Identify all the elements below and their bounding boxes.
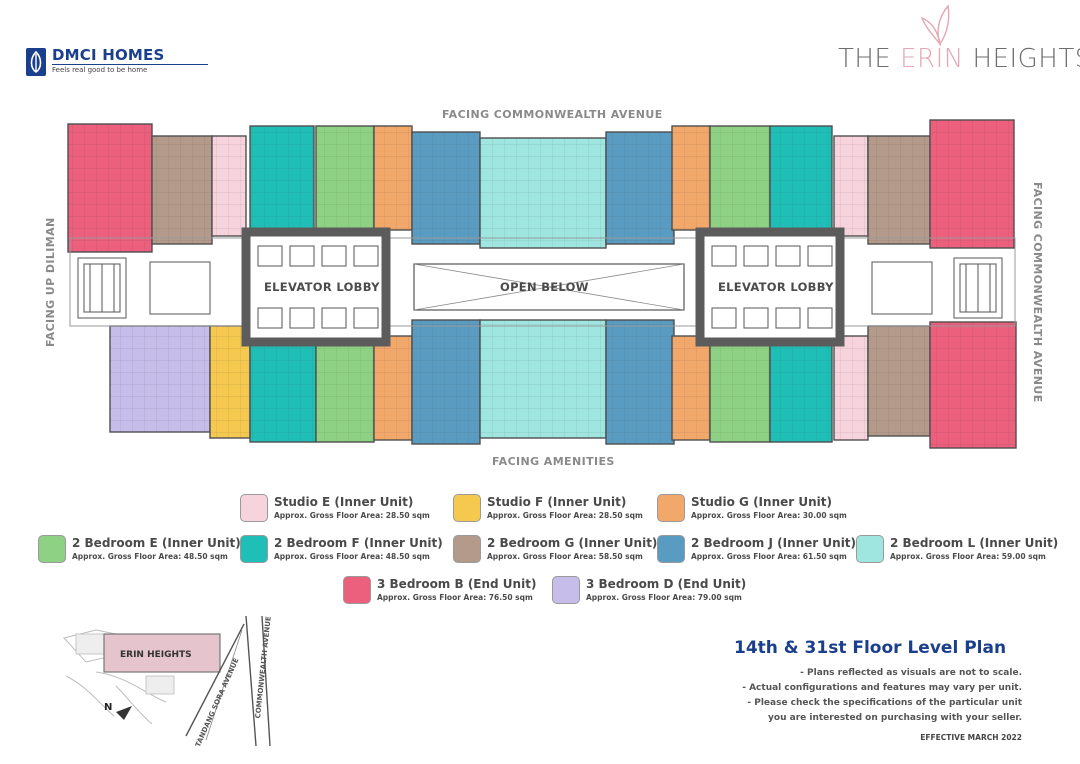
unit-detail [250, 126, 314, 230]
elevator-lobby-left-label: ELEVATOR LOBBY [264, 280, 380, 294]
map-building-label: ERIN HEIGHTS [120, 650, 192, 660]
project-title-part3: HEIGHTS [963, 44, 1080, 74]
legend-swatch [657, 494, 685, 522]
legend-swatch [552, 576, 580, 604]
unit-detail [868, 136, 930, 244]
open-below-label: OPEN BELOW [500, 280, 589, 294]
legend-area: Approx. Gross Floor Area: 79.00 sqm [586, 593, 742, 602]
unit-detail [672, 126, 710, 230]
unit-detail [412, 132, 480, 244]
elevator-cars-right [711, 245, 833, 329]
unit-detail [710, 336, 770, 442]
unit-detail [68, 124, 152, 252]
unit-detail [316, 126, 374, 230]
leaf-icon [920, 4, 950, 46]
note-4: you are interested on purchasing with yo… [768, 713, 1022, 723]
stair-core-left [77, 257, 211, 319]
effective-date: EFFECTIVE MARCH 2022 [920, 733, 1022, 742]
legend-swatch [657, 535, 685, 563]
note-2: - Actual configurations and features may… [742, 683, 1022, 693]
legend-swatch [453, 494, 481, 522]
facing-top-label: FACING COMMONWEALTH AVENUE [442, 108, 663, 121]
stair-core-right [871, 257, 1003, 319]
location-map [63, 616, 271, 746]
unit-detail [710, 126, 770, 230]
legend-area: Approx. Gross Floor Area: 59.00 sqm [890, 552, 1046, 561]
brand-tagline: Feels real good to be home [52, 66, 148, 74]
map-road-commonwealth [245, 616, 257, 746]
legend-swatch [343, 576, 371, 604]
legend-swatch [856, 535, 884, 563]
elevator-lobby-right-label: ELEVATOR LOBBY [718, 280, 834, 294]
unit-detail [930, 120, 1014, 248]
brand-name: DMCI HOMES [52, 46, 165, 64]
legend-name: Studio G (Inner Unit) [691, 495, 832, 509]
legend-swatch [240, 494, 268, 522]
note-3: - Please check the specifications of the… [747, 698, 1022, 708]
plan-detail-overlay [68, 120, 1016, 448]
brand-divider [52, 64, 208, 65]
unit-detail [110, 326, 210, 432]
legend-name: 2 Bedroom E (Inner Unit) [72, 536, 241, 550]
legend-area: Approx. Gross Floor Area: 28.50 sqm [274, 511, 430, 520]
facing-bottom-label: FACING AMENITIES [492, 455, 615, 468]
unit-detail [152, 136, 212, 244]
map-north-label: N [104, 702, 113, 713]
floor-plan [67, 119, 1017, 449]
unit-detail [480, 138, 606, 248]
legend-name: Studio F (Inner Unit) [487, 495, 627, 509]
floor-level-title: 14th & 31st Floor Level Plan [734, 638, 1007, 658]
unit-detail [374, 126, 412, 230]
unit-detail [606, 132, 674, 244]
project-title: THE ERIN HEIGHTS [838, 44, 1080, 74]
legend-name: Studio E (Inner Unit) [274, 495, 414, 509]
unit-detail [212, 136, 246, 236]
elevator-cars-left [257, 245, 379, 329]
legend-area: Approx. Gross Floor Area: 30.00 sqm [691, 511, 847, 520]
map-building [103, 633, 221, 673]
map-road-commonwealth-edge [261, 616, 271, 746]
unit-detail [480, 320, 606, 438]
legend-name: 3 Bedroom D (End Unit) [586, 577, 747, 591]
unit-detail [250, 336, 316, 442]
legend-name: 2 Bedroom F (Inner Unit) [274, 536, 443, 550]
legend-name: 2 Bedroom G (Inner Unit) [487, 536, 658, 550]
unit-detail [412, 320, 480, 444]
legend-area: Approx. Gross Floor Area: 61.50 sqm [691, 552, 847, 561]
legend-swatch [240, 535, 268, 563]
legend-area: Approx. Gross Floor Area: 58.50 sqm [487, 552, 643, 561]
legend-area: Approx. Gross Floor Area: 28.50 sqm [487, 511, 643, 520]
legend-name: 2 Bedroom L (Inner Unit) [890, 536, 1059, 550]
corridor [69, 237, 1016, 327]
legend-area: Approx. Gross Floor Area: 48.50 sqm [274, 552, 430, 561]
legend-swatch [453, 535, 481, 563]
unit-detail [770, 336, 832, 442]
legend-swatch [38, 535, 66, 563]
brand-mark-icon [26, 48, 46, 76]
legend-area: Approx. Gross Floor Area: 48.50 sqm [72, 552, 228, 561]
map-road-tandang-sora-edge [205, 629, 243, 741]
legend-area: Approx. Gross Floor Area: 76.50 sqm [377, 593, 533, 602]
unit-detail [606, 320, 674, 444]
north-arrow-icon [116, 706, 132, 720]
unit-detail [834, 336, 868, 440]
unit-detail [316, 336, 374, 442]
unit-detail [868, 326, 930, 436]
unit-detail [834, 136, 868, 236]
open-below-void [413, 263, 685, 311]
note-1: - Plans reflected as visuals are not to … [800, 668, 1022, 678]
unit-detail [770, 126, 832, 230]
project-title-part2: ERIN [900, 44, 964, 74]
unit-detail [374, 336, 412, 440]
legend-name: 3 Bedroom B (End Unit) [377, 577, 537, 591]
unit-detail [672, 336, 710, 440]
map-road-tandang-sora [185, 623, 245, 737]
legend-name: 2 Bedroom J (Inner Unit) [691, 536, 857, 550]
unit-detail [930, 322, 1016, 448]
project-title-part1: THE [838, 44, 901, 74]
